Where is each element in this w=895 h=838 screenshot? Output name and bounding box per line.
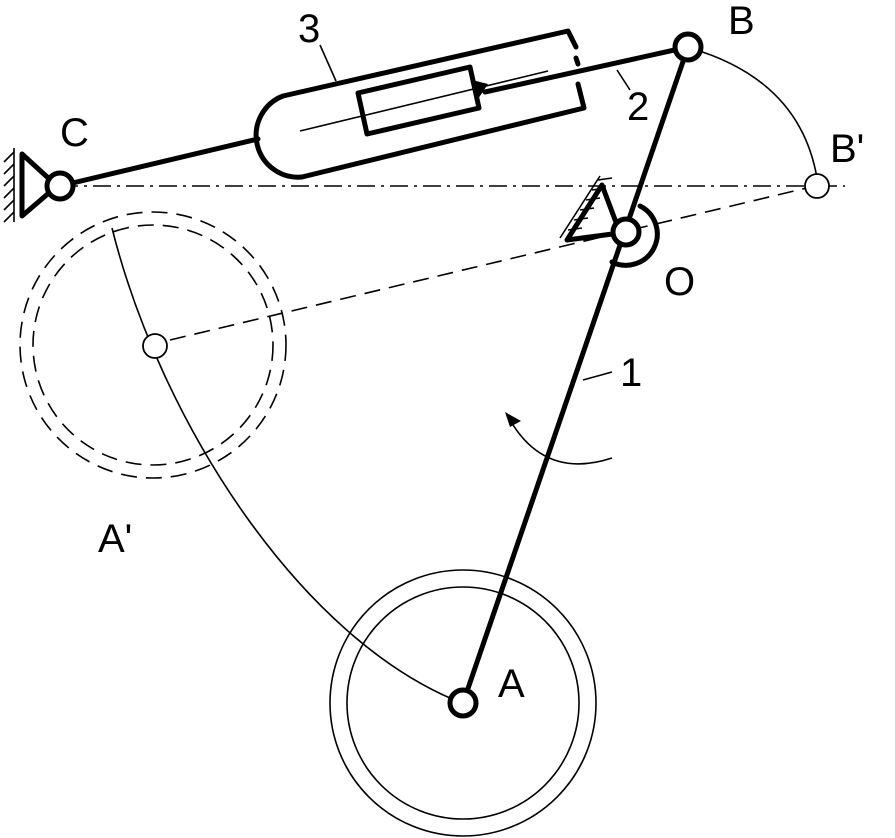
label-c: C — [60, 111, 89, 155]
piston — [355, 64, 488, 137]
label-o: O — [664, 260, 695, 304]
leader-link-2 — [616, 69, 631, 91]
arc-a-aprime — [111, 227, 463, 704]
leader-link-3 — [319, 44, 337, 82]
label-b: B — [728, 0, 755, 43]
pin-bprime — [804, 173, 830, 199]
label-aprime: A' — [98, 517, 132, 561]
pin-c — [44, 170, 76, 202]
fixed-support-o — [559, 175, 623, 243]
leader-link-1 — [582, 371, 613, 381]
link-1 — [460, 44, 691, 706]
label-link-2: 2 — [627, 85, 649, 129]
pin-aprime — [142, 333, 168, 359]
fixed-support-c — [3, 148, 60, 223]
rotation-arrow-icon — [505, 412, 613, 465]
arc-b-bprime — [689, 47, 818, 179]
wheel-a — [329, 569, 597, 837]
label-a: A — [498, 662, 525, 706]
bearing-o-arc — [609, 203, 660, 268]
label-link-1: 1 — [620, 351, 642, 395]
cylinder-3 — [253, 28, 587, 180]
pin-b — [672, 31, 704, 63]
label-link-3: 3 — [298, 7, 320, 51]
link-2-rod-left — [57, 136, 261, 189]
wheel-aprime-dashed — [19, 211, 287, 479]
link-2-rod-right — [482, 44, 691, 95]
label-bprime: B' — [830, 127, 864, 171]
pin-a — [447, 687, 479, 719]
pin-o — [610, 216, 642, 248]
dashed-line-aprime-bprime — [169, 185, 816, 341]
